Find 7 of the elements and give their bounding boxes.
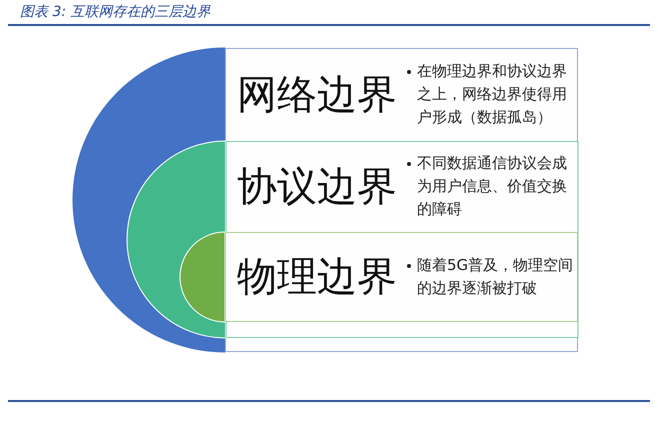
bullet-text: 不同数据通信协议会成为用户信息、价值交换的障碍 (405, 152, 576, 221)
figure-title: 图表 3: 互联网存在的三层边界 (20, 3, 211, 21)
layer-title: 协议边界 (237, 164, 397, 210)
layer-title: 物理边界 (237, 254, 397, 300)
layer-title: 网络边界 (237, 72, 397, 118)
bullet-text: 随着5G普及，物理空间的边界逐渐被打破 (405, 254, 576, 300)
bullet-text: 在物理边界和协议边界之上，网络边界使得用户形成（数据孤岛） (405, 60, 576, 129)
